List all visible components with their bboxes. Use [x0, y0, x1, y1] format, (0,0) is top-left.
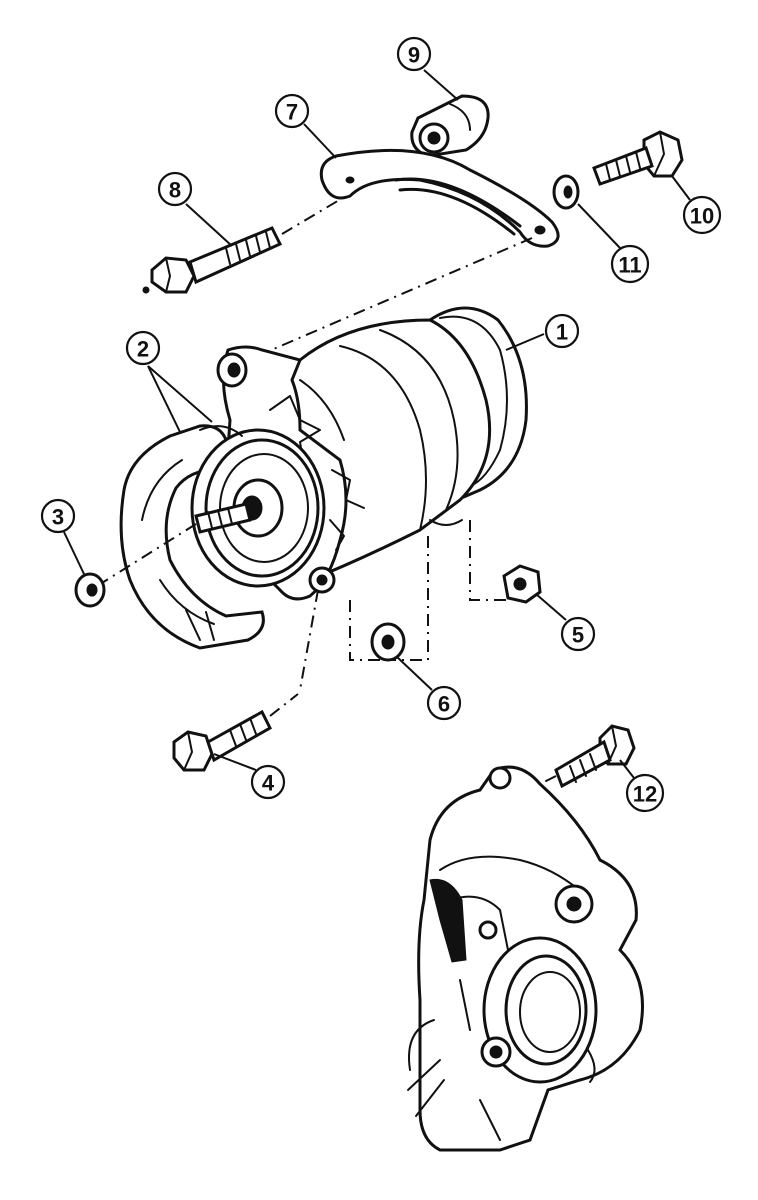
callout-label-7: 7 [286, 100, 298, 125]
part-pulley-nut [74, 572, 106, 608]
callout-9: 9 [396, 36, 459, 101]
part-long-bolt [142, 195, 347, 294]
part-pulley-belt [119, 424, 326, 650]
callout-label-8: 8 [169, 178, 181, 203]
part-spacer-sleeve [410, 94, 490, 158]
callout-label-12: 12 [633, 782, 657, 807]
callout-label-4: 4 [262, 771, 275, 796]
callout-3: 3 [40, 498, 85, 575]
callout-5: 5 [535, 593, 596, 652]
callout-4: 4 [213, 753, 286, 800]
callout-7: 7 [274, 93, 337, 159]
callout-11: 11 [577, 203, 650, 284]
callout-label-10: 10 [690, 204, 714, 229]
centerline-nut [469, 520, 508, 601]
callout-label-1: 1 [556, 320, 568, 345]
centerline-lower-bolt [299, 589, 319, 691]
part-adjusting-bracket [319, 148, 560, 248]
callout-10: 10 [671, 175, 722, 235]
callout-8: 8 [157, 171, 233, 247]
callout-6: 6 [395, 655, 462, 721]
centerline-shaft [93, 523, 197, 589]
callout-2: 2 [125, 330, 213, 433]
centerline-washer-b [392, 536, 429, 661]
callout-label-2: 2 [137, 337, 149, 362]
callout-label-9: 9 [408, 43, 420, 68]
callout-label-11: 11 [618, 253, 641, 278]
part-washer-upper [552, 174, 580, 210]
callout-12: 12 [619, 759, 665, 813]
part-washer-lower [370, 622, 406, 662]
callout-1: 1 [505, 313, 580, 351]
centerline-washer [349, 600, 390, 661]
part-small-bolt [592, 130, 684, 186]
part-cover-bolt [539, 724, 636, 789]
part-lower-bolt [172, 693, 299, 772]
callout-label-5: 5 [572, 623, 584, 648]
callout-label-3: 3 [52, 505, 64, 530]
part-nut [502, 564, 542, 604]
callout-label-6: 6 [438, 692, 450, 717]
part-engine-housing [407, 765, 644, 1152]
